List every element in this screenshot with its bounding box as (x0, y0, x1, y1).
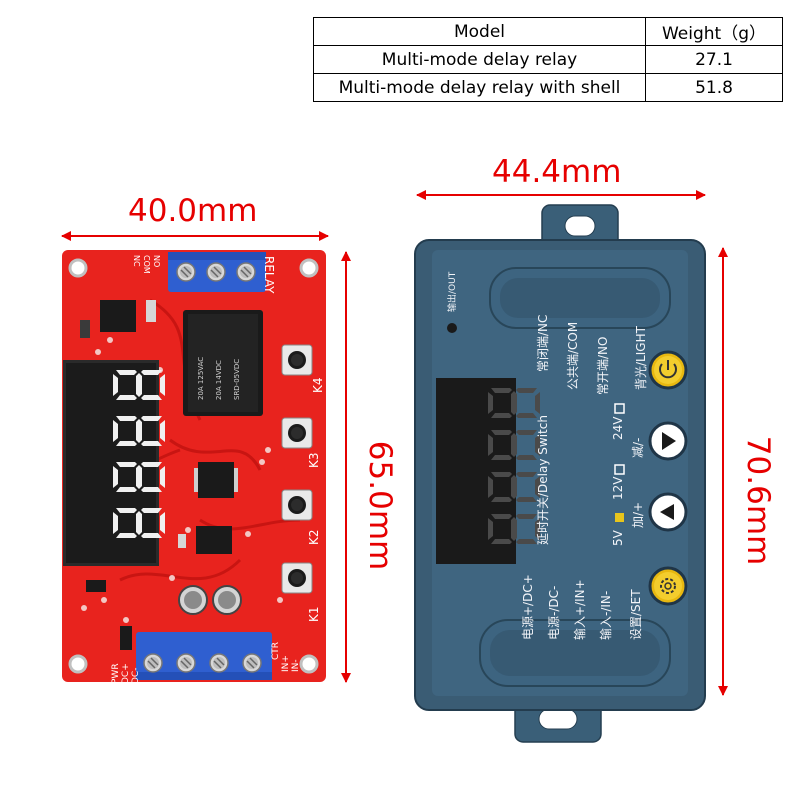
capacitor (178, 585, 208, 615)
seven-segment-display (63, 360, 165, 566)
optocoupler-chip (100, 300, 136, 332)
voltage-5v-indicator (615, 513, 624, 522)
board-height-label: 65.0mm (362, 440, 399, 571)
button-k3-label: K3 (307, 452, 321, 468)
decrease-button[interactable] (648, 421, 688, 461)
table-row: Multi-mode delay relay with shell 51.8 (313, 73, 783, 102)
input-pin-in-minus: IN- (291, 659, 301, 672)
label-dc-minus: 电源-/DC- (547, 585, 561, 640)
button-k4-label: K4 (311, 377, 325, 393)
button-k2[interactable] (281, 489, 313, 521)
label-increase: 加/+ (631, 501, 645, 528)
board-width-label: 40.0mm (128, 193, 258, 229)
button-k3[interactable] (281, 417, 313, 449)
label-com: 公共端/COM (566, 321, 580, 390)
label-in-plus: 输入+/IN+ (573, 579, 587, 640)
weight-spec-table: Model Weight（g） Multi-mode delay relay 2… (313, 17, 783, 102)
relay-component (183, 310, 263, 416)
table-header-row: Model Weight（g） (313, 17, 783, 46)
output-label: 输出/OUT (448, 271, 458, 312)
relay-pin-com: COM (142, 255, 151, 274)
table-cell-weight: 27.1 (645, 45, 783, 74)
shell-seven-segment-display (436, 378, 540, 564)
relay-shell (414, 204, 706, 743)
button-k4[interactable] (281, 344, 313, 376)
output-led (447, 323, 457, 333)
label-24v: 24V (611, 416, 625, 440)
label-set: 设置/SET (629, 589, 643, 640)
capacitor (212, 585, 242, 615)
table-header-model: Model (313, 17, 646, 46)
button-k2-label: K2 (307, 529, 321, 545)
button-k1-label: K1 (307, 606, 321, 622)
label-dc-plus: 电源+/DC+ (521, 574, 535, 640)
shell-height-label: 70.6mm (740, 435, 777, 566)
label-no: 常开端/NO (596, 336, 610, 395)
relay-rating-2: 20A 14VDC (215, 360, 223, 400)
relay-model: SRD-05VDC (233, 358, 241, 400)
power-pin-dc-minus: DC- (131, 667, 141, 684)
input-pin-ctr: CTR (271, 641, 281, 660)
relay-terminal-block (168, 252, 266, 292)
relay-silkscreen-label: RELAY (262, 256, 276, 294)
label-in-minus: 输入-/IN- (599, 590, 613, 640)
table-cell-weight: 51.8 (645, 73, 783, 102)
relay-board (62, 250, 326, 682)
table-header-weight: Weight（g） (645, 17, 783, 46)
power-pin-pwr: PWR (111, 663, 121, 684)
light-button[interactable] (648, 350, 688, 390)
set-button[interactable] (648, 566, 688, 606)
power-input-terminal-block (136, 632, 272, 680)
relay-pin-no: NO (152, 255, 161, 268)
button-k1[interactable] (281, 562, 313, 594)
label-12v: 12V (611, 476, 625, 500)
input-pin-in-plus: IN+ (281, 655, 291, 672)
label-decrease: 减/- (631, 437, 645, 458)
increase-button[interactable] (648, 492, 688, 532)
microcontroller-chip (198, 462, 234, 498)
table-cell-model: Multi-mode delay relay with shell (313, 73, 646, 102)
label-delay-switch: 延时开关/Delay Switch (536, 415, 550, 545)
label-light: 背光/LIGHT (634, 326, 648, 390)
shell-width-label: 44.4mm (492, 154, 622, 190)
relay-rating-1: 20A 125VAC (197, 356, 205, 400)
label-5v: 5V (611, 530, 625, 546)
power-pin-dc-plus: DC+ (121, 663, 131, 684)
relay-pin-nc: NC (132, 255, 141, 267)
label-nc: 常闭端/NC (536, 314, 550, 372)
